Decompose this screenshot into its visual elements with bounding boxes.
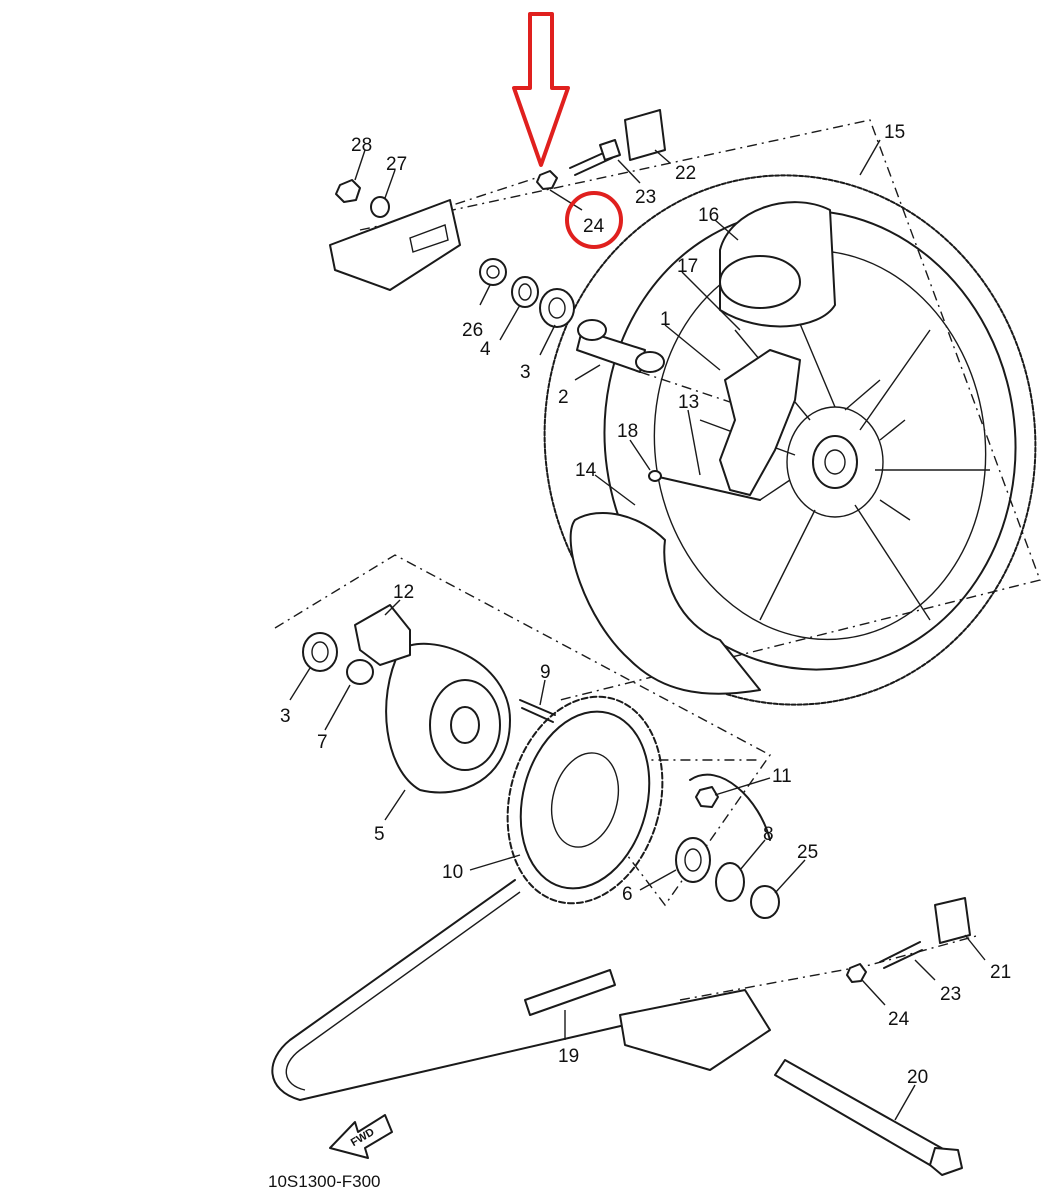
callout-23-lower: 23 — [940, 984, 961, 1005]
stud-bolt-9 — [519, 699, 556, 723]
callout-10: 10 — [442, 862, 463, 883]
callout-26: 26 — [462, 320, 483, 341]
nut-28 — [335, 179, 361, 203]
callout-18: 18 — [617, 421, 638, 442]
leader-lines — [289, 139, 986, 1121]
mud-flap — [569, 512, 761, 695]
highlight-circle — [565, 191, 623, 249]
forward-direction-icon: FWD — [329, 1114, 393, 1159]
oil-seal-4 — [511, 276, 539, 308]
callout-3-lower: 3 — [280, 706, 291, 727]
callout-5: 5 — [374, 824, 385, 845]
oil-seal-8 — [715, 862, 745, 902]
callout-24-lower: 24 — [888, 1009, 910, 1030]
collar-26 — [479, 258, 507, 286]
callout-1: 1 — [660, 309, 671, 330]
callout-12: 12 — [393, 582, 414, 603]
nut-11 — [695, 786, 719, 808]
nut-24-lower — [846, 963, 867, 983]
callout-16: 16 — [698, 205, 719, 226]
callout-15: 15 — [884, 122, 905, 143]
collar-7 — [346, 659, 374, 685]
callout-4: 4 — [480, 339, 491, 360]
bearing-6 — [675, 837, 711, 883]
collar-16 — [719, 201, 836, 328]
adjuster-plate-21 — [934, 897, 971, 944]
chain-joint — [524, 969, 616, 1016]
callout-27: 27 — [386, 154, 407, 175]
highlight-arrow-icon — [512, 12, 570, 167]
bearing-3-lower — [302, 632, 338, 672]
callout-8: 8 — [763, 824, 774, 845]
axle-line-lower — [679, 934, 981, 1001]
nut-24-upper — [536, 170, 558, 190]
drawing-code: 10S1300-F300 — [268, 1172, 380, 1191]
sprocket-10 — [506, 695, 664, 905]
callout-24-upper: 24 — [583, 216, 605, 237]
swingarm-end-lower — [619, 989, 771, 1071]
adjust-bolt-23-lower — [879, 941, 923, 969]
callout-2: 2 — [558, 387, 569, 408]
callout-9: 9 — [540, 662, 551, 683]
collar-25 — [750, 885, 780, 919]
callout-labels: 28 27 24 23 22 15 16 17 26 4 3 1 2 13 18… — [280, 122, 1011, 1088]
callout-22: 22 — [675, 163, 696, 184]
drive-chain — [271, 879, 691, 1101]
callout-19: 19 — [558, 1046, 579, 1067]
callout-13: 13 — [678, 392, 699, 413]
callout-6: 6 — [622, 884, 633, 905]
highlight-annotation — [512, 12, 623, 249]
bearing-3-upper — [539, 288, 575, 328]
hub-5 — [385, 642, 511, 794]
damper-holder-12 — [354, 604, 411, 666]
washer-27 — [370, 196, 390, 218]
callout-20: 20 — [907, 1067, 928, 1088]
callout-25: 25 — [797, 842, 818, 863]
adjuster-plate-22 — [624, 109, 666, 161]
wheel-assembly-boundary — [359, 119, 1041, 701]
callout-11: 11 — [772, 766, 792, 787]
rear-wheel — [543, 174, 1037, 706]
callout-14: 14 — [575, 460, 597, 481]
caliper-bracket — [719, 349, 801, 496]
torque-rod — [649, 474, 761, 501]
wheel-axle-20 — [774, 1059, 963, 1176]
callout-17: 17 — [677, 256, 698, 277]
callout-7: 7 — [317, 732, 328, 753]
callout-23-upper: 23 — [635, 187, 656, 208]
spacer-2 — [576, 319, 665, 373]
callout-21: 21 — [990, 962, 1011, 983]
callout-3-upper: 3 — [520, 362, 531, 383]
swingarm-end-upper — [329, 199, 461, 291]
callout-28: 28 — [351, 135, 372, 156]
hub-assembly-boundary — [274, 554, 772, 907]
